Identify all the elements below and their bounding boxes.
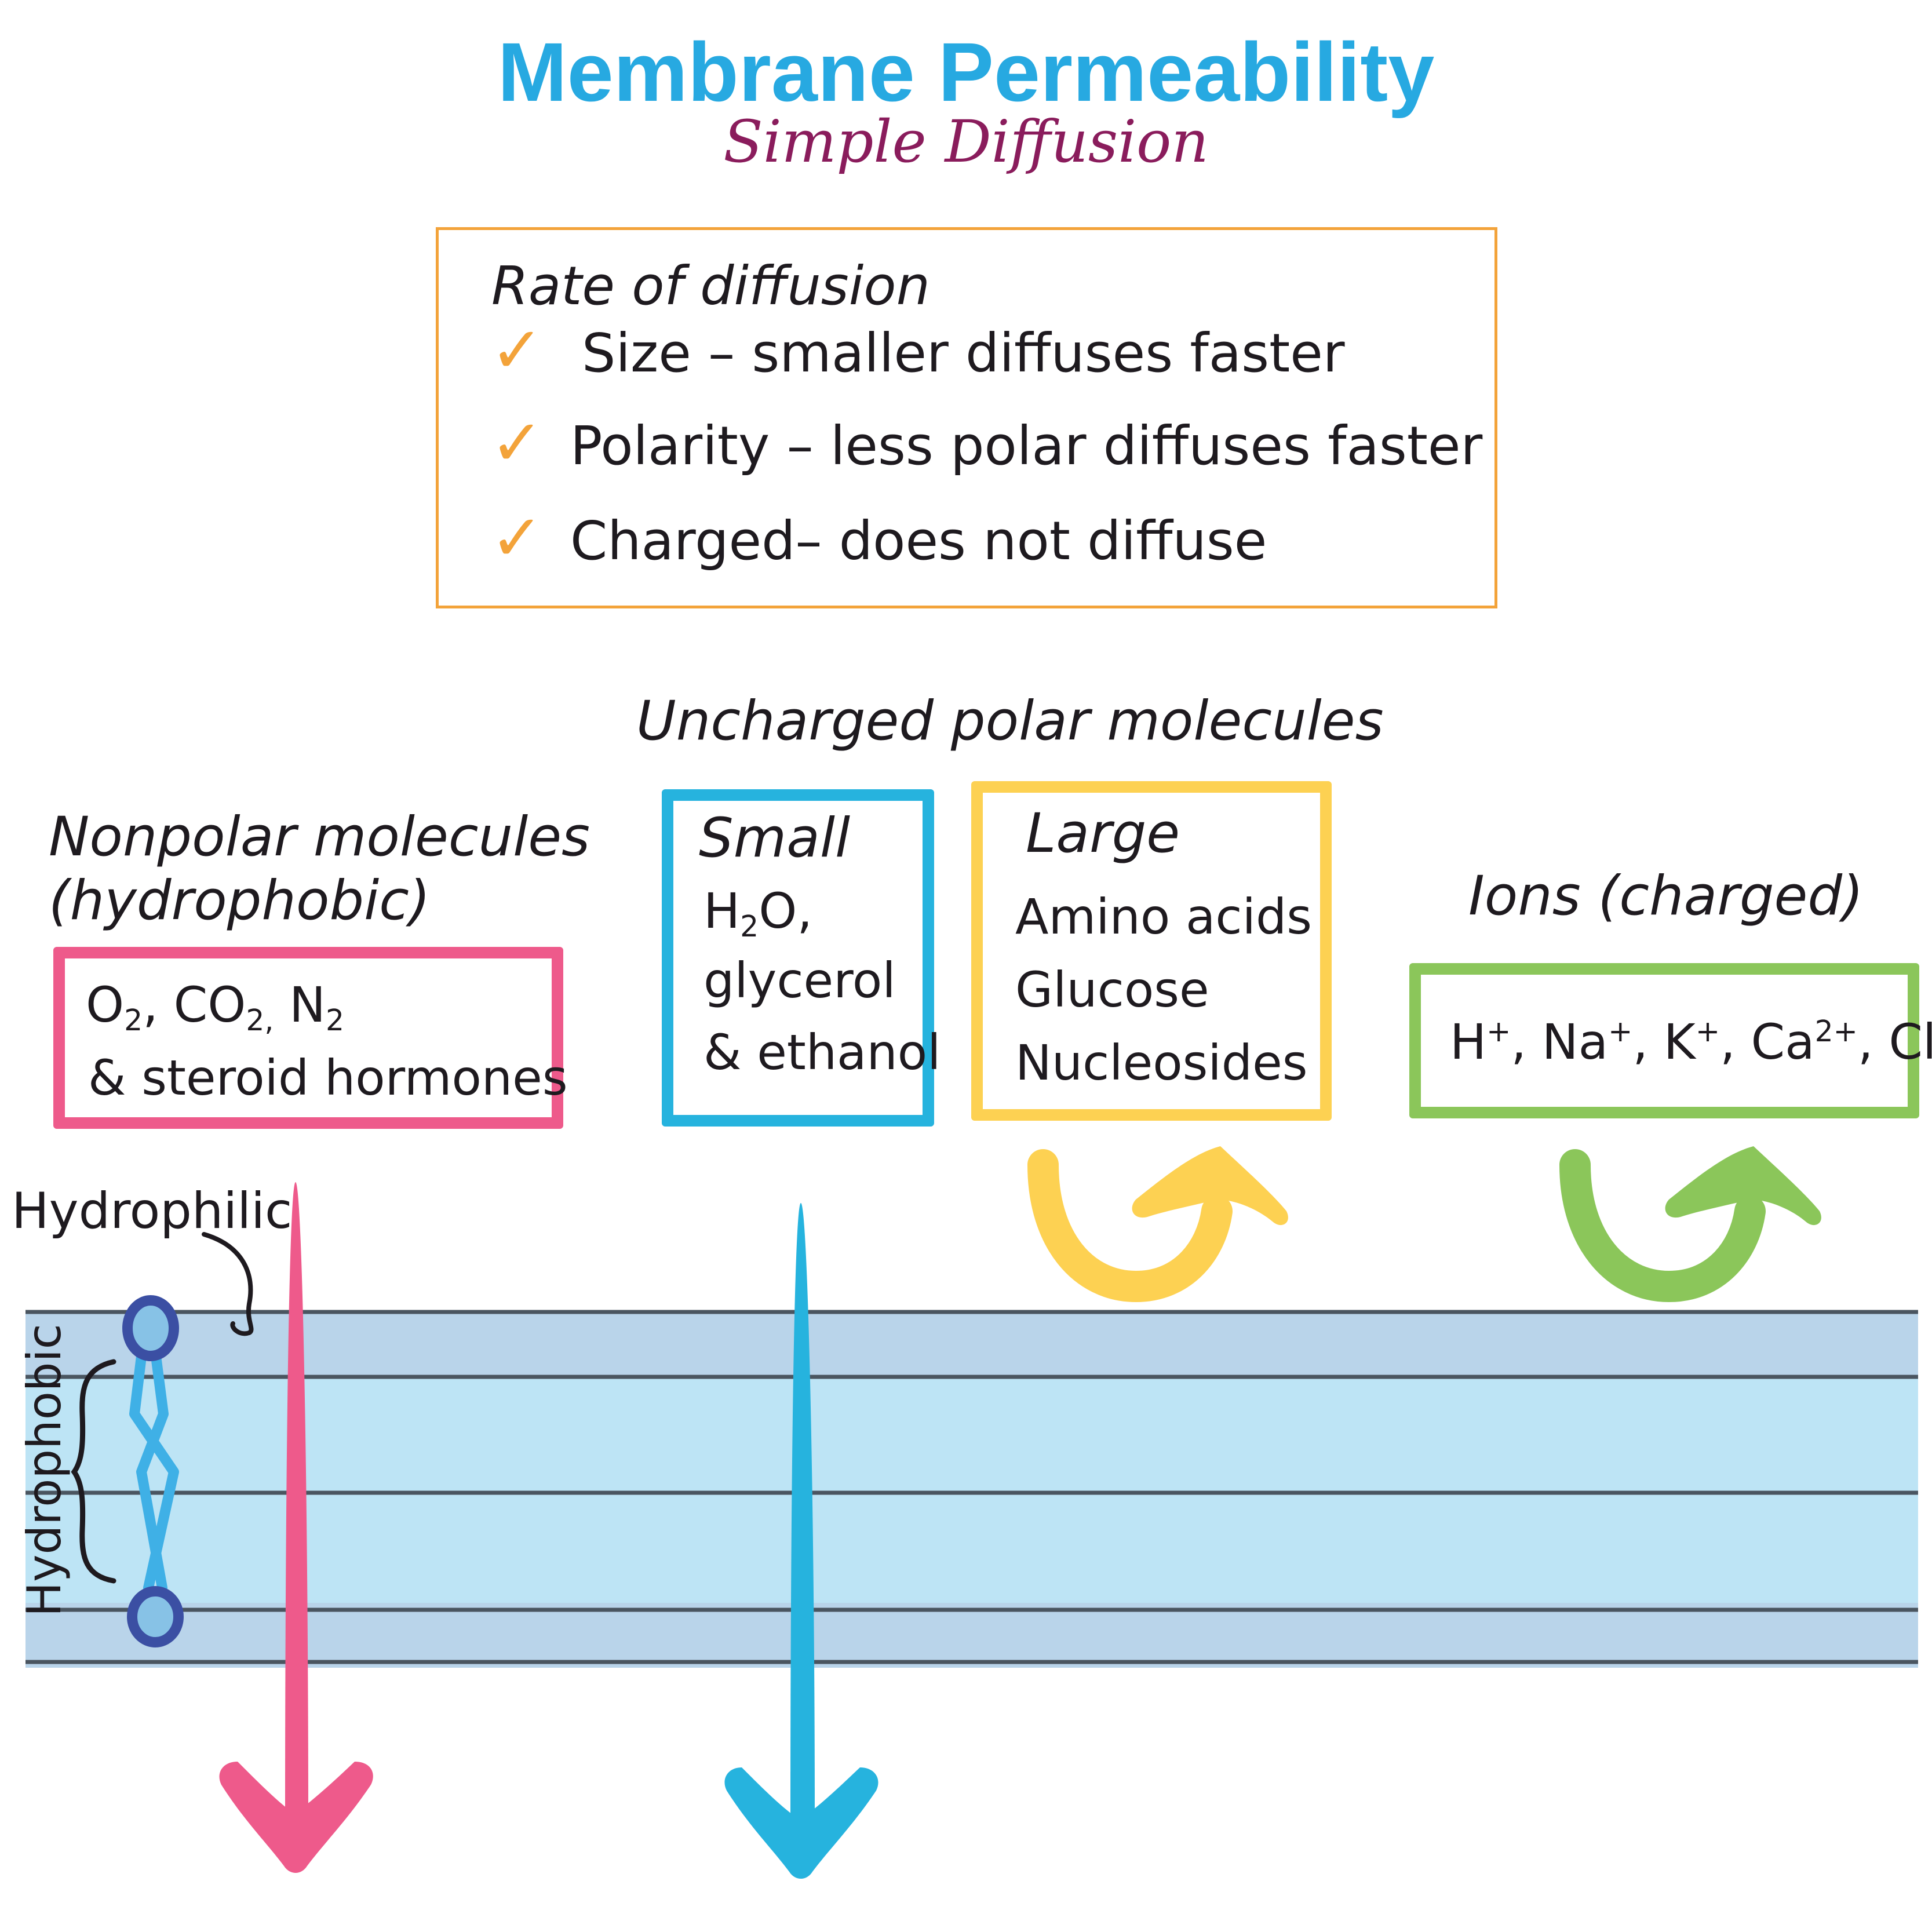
large-polar-item: Nucleosides bbox=[1015, 1034, 1308, 1091]
hydrophobic-label: Hydrophobic bbox=[17, 1324, 71, 1617]
outer-head-layer bbox=[25, 1311, 1918, 1378]
small-polar-ethanol: & ethanol bbox=[703, 1024, 941, 1081]
checkmark-icon: ✓ bbox=[490, 313, 544, 387]
nonpolar-diffusion-arrow bbox=[219, 1182, 373, 1873]
nonpolar-steroids: & steroid hormones bbox=[88, 1049, 568, 1106]
small-polar-box bbox=[662, 789, 934, 1127]
small-polar-water: H2O, bbox=[703, 883, 813, 944]
nonpolar-subheading: (hydrophobic) bbox=[49, 869, 431, 932]
hydrophilic-pointer bbox=[202, 1232, 254, 1336]
hydrophilic-label: Hydrophilic bbox=[12, 1182, 293, 1240]
hydrophobic-core-layer bbox=[25, 1378, 1918, 1603]
ions-blocked-arrow bbox=[1559, 1146, 1821, 1303]
small-polar-glycerol: glycerol bbox=[703, 952, 896, 1009]
checkmark-icon: ✓ bbox=[490, 406, 544, 480]
ions-list: H+, Na+, K+, Ca2+, Cl- bbox=[1450, 1014, 1932, 1070]
small-polar-diffusion-arrow bbox=[724, 1203, 878, 1879]
large-polar-item: Glucose bbox=[1015, 961, 1209, 1018]
criterion-polarity: Polarity – less polar diffuses faster bbox=[570, 415, 1483, 477]
large-polar-heading: Large bbox=[1026, 802, 1180, 865]
criterion-charged: Charged– does not diffuse bbox=[570, 510, 1267, 572]
nonpolar-gases: O2, CO2, N2 bbox=[86, 976, 345, 1038]
uncharged-polar-heading: Uncharged polar molecules bbox=[636, 690, 1384, 753]
rate-of-diffusion-title: Rate of diffusion bbox=[491, 255, 930, 317]
inner-head-layer bbox=[25, 1603, 1918, 1668]
large-polar-item: Amino acids bbox=[1015, 888, 1313, 945]
phospholipid-icon bbox=[122, 1295, 184, 1647]
hydrophobic-brace bbox=[71, 1359, 116, 1584]
small-polar-heading: Small bbox=[699, 807, 851, 870]
page-title: Membrane Permeability bbox=[497, 25, 1435, 119]
large-polar-blocked-arrow bbox=[1027, 1146, 1288, 1303]
large-polar-box bbox=[971, 781, 1332, 1121]
page-subtitle: Simple Diffusion bbox=[723, 108, 1209, 176]
checkmark-icon: ✓ bbox=[490, 501, 544, 575]
ions-box bbox=[1409, 963, 1919, 1118]
rate-of-diffusion-box bbox=[436, 227, 1497, 608]
nonpolar-heading: Nonpolar molecules bbox=[49, 805, 590, 869]
ions-heading: Ions (charged) bbox=[1468, 865, 1864, 928]
nonpolar-box bbox=[53, 947, 563, 1129]
criterion-size: Size – smaller diffuses faster bbox=[582, 322, 1345, 384]
